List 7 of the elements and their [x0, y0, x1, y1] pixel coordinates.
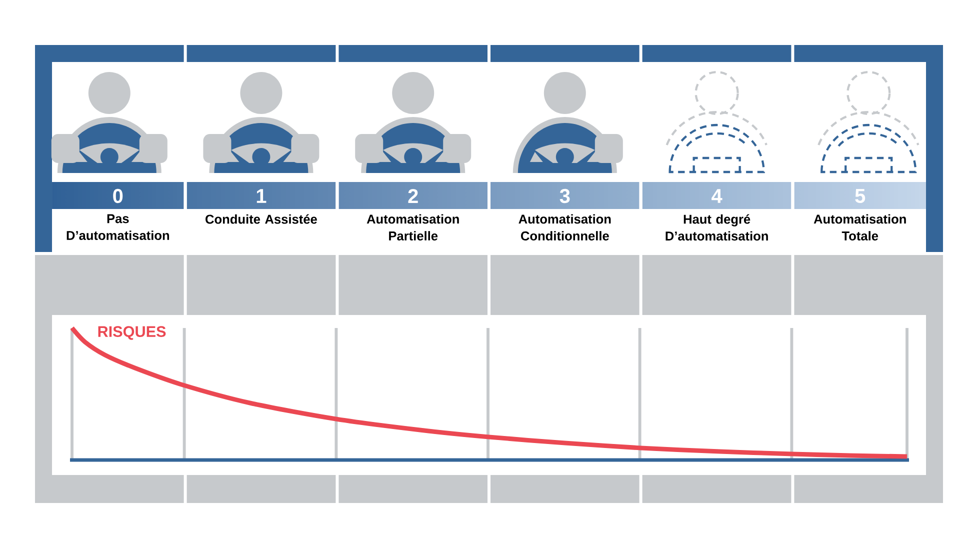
- level-column: 3 Automatisation Conditionnelle: [518, 188, 611, 240]
- level-column: 1 Conduite Assistée: [206, 189, 317, 224]
- curve-label: RISQUES: [98, 326, 166, 340]
- level-column: 5 Automatisation Totale: [814, 189, 906, 240]
- level-column: 0 Pas D’automatisation: [66, 188, 170, 240]
- level-column: 2 Automatisation Partielle: [366, 189, 459, 240]
- level-column: 4 Haut degré D’automatisation: [666, 189, 768, 241]
